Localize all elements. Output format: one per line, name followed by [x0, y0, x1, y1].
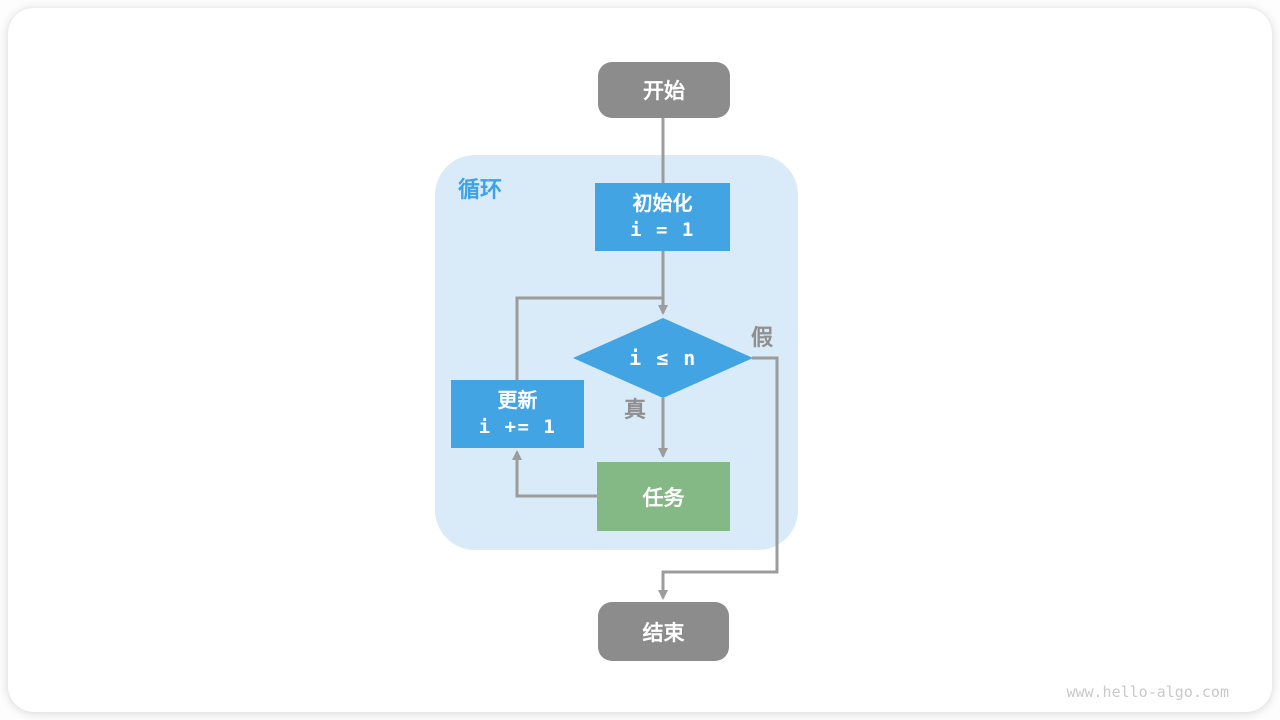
init-node: 初始化 i = 1 — [595, 183, 730, 251]
task-node-label: 任务 — [642, 486, 685, 510]
update-node: 更新 i += 1 — [451, 380, 584, 448]
start-node-label: 开始 — [643, 80, 685, 103]
start-node: 开始 — [598, 62, 730, 118]
update-node-title: 更新 — [497, 390, 538, 412]
false-edge-label: 假 — [751, 325, 774, 350]
task-node: 任务 — [597, 462, 730, 531]
update-node-code: i += 1 — [478, 416, 557, 438]
loop-label: 循环 — [458, 177, 503, 202]
condition-expression: i ≤ n — [629, 346, 697, 370]
true-edge-label: 真 — [624, 397, 647, 422]
init-node-title: 初始化 — [632, 193, 693, 215]
end-node: 结束 — [598, 602, 729, 661]
watermark-text: www.hello-algo.com — [1066, 683, 1229, 701]
init-node-code: i = 1 — [630, 219, 695, 241]
end-node-label: 结束 — [642, 621, 685, 645]
page-card: 循环 开始 初始化 i = 1 — [8, 8, 1272, 712]
